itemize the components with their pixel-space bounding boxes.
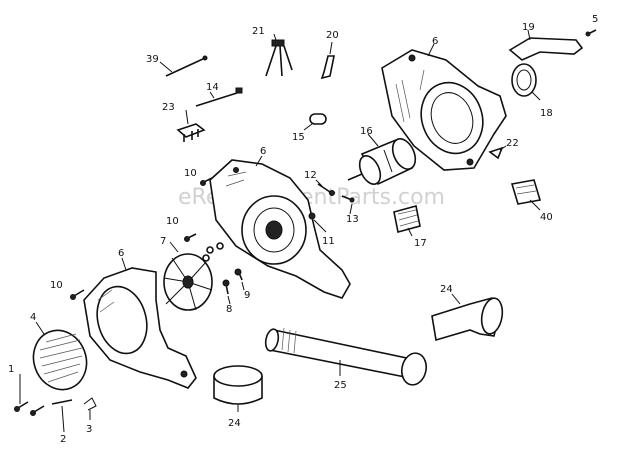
part-10-screw-a[interactable] xyxy=(200,177,213,186)
part-9-bolt[interactable] xyxy=(234,268,243,281)
part-1-screws[interactable] xyxy=(14,401,45,416)
part-19-handle[interactable] xyxy=(508,37,584,61)
callout-21: 21 xyxy=(252,26,265,37)
part-18-adapter[interactable] xyxy=(511,63,537,97)
part-25-tube[interactable] xyxy=(264,327,429,387)
callout-14: 14 xyxy=(206,82,219,93)
callout-23: 23 xyxy=(162,102,175,113)
part-5-screw[interactable] xyxy=(585,29,597,37)
part-15-ring[interactable] xyxy=(309,113,327,125)
callout-24-upper: 24 xyxy=(440,284,453,295)
callout-39: 39 xyxy=(146,54,159,65)
callout-2: 2 xyxy=(60,434,66,445)
part-14-rod[interactable] xyxy=(195,87,243,107)
part-7-spacers[interactable] xyxy=(202,242,224,262)
callout-25: 25 xyxy=(334,380,347,391)
callout-19: 19 xyxy=(522,22,535,33)
part-39-pin[interactable] xyxy=(165,55,208,77)
part-20-clip[interactable] xyxy=(320,55,335,80)
part-23-switch[interactable] xyxy=(176,123,206,142)
callout-16: 16 xyxy=(360,126,373,137)
callout-8: 8 xyxy=(226,304,232,315)
part-8-bolt[interactable] xyxy=(222,279,230,295)
part-6-front-housing[interactable] xyxy=(83,267,197,389)
part-24-nozzle[interactable] xyxy=(431,297,505,342)
callout-10-b: 10 xyxy=(166,216,179,227)
part-3-clip[interactable] xyxy=(83,397,97,411)
part-10-screw-c[interactable] xyxy=(70,289,85,300)
callout-6-rear: 6 xyxy=(432,36,438,47)
callout-10-a: 10 xyxy=(184,168,197,179)
part-12-terminal[interactable] xyxy=(317,183,335,196)
callout-17: 17 xyxy=(414,238,427,249)
part-17-pad[interactable] xyxy=(393,205,421,233)
part-21-bracket[interactable] xyxy=(265,39,293,77)
part-2-pin[interactable] xyxy=(51,399,73,405)
leader-lines xyxy=(19,29,541,433)
part-13-screw[interactable] xyxy=(341,195,355,203)
callout-12: 12 xyxy=(304,170,317,181)
callout-5: 5 xyxy=(592,14,598,25)
callout-15: 15 xyxy=(292,132,305,143)
part-24-coupler[interactable] xyxy=(213,365,263,405)
callout-1: 1 xyxy=(8,364,14,375)
callout-4: 4 xyxy=(30,312,36,323)
callout-7: 7 xyxy=(160,236,166,247)
callout-labels: 1 2 3 4 5 6 6 6 7 8 9 10 10 10 11 12 13 … xyxy=(8,14,598,445)
part-4-grille[interactable] xyxy=(25,323,94,397)
callout-6-front: 6 xyxy=(118,248,124,259)
part-7-impeller[interactable] xyxy=(163,253,213,311)
callout-11: 11 xyxy=(322,236,335,247)
callout-24-lower: 24 xyxy=(228,418,241,429)
callout-10-c: 10 xyxy=(50,280,63,291)
callout-6-mid: 6 xyxy=(260,146,266,157)
part-10-screw-b[interactable] xyxy=(184,233,197,242)
callout-40: 40 xyxy=(540,212,553,223)
callout-20: 20 xyxy=(326,30,339,41)
part-40-label[interactable] xyxy=(510,179,542,205)
callout-9: 9 xyxy=(244,290,250,301)
callout-3: 3 xyxy=(86,424,92,435)
callout-22: 22 xyxy=(506,138,519,149)
callout-13: 13 xyxy=(346,214,359,225)
callout-18: 18 xyxy=(540,108,553,119)
part-22-washer[interactable] xyxy=(488,146,504,160)
part-16-motor[interactable] xyxy=(347,135,420,187)
part-6-mid-housing[interactable] xyxy=(209,159,351,299)
part-6-rear-housing[interactable] xyxy=(381,49,507,171)
